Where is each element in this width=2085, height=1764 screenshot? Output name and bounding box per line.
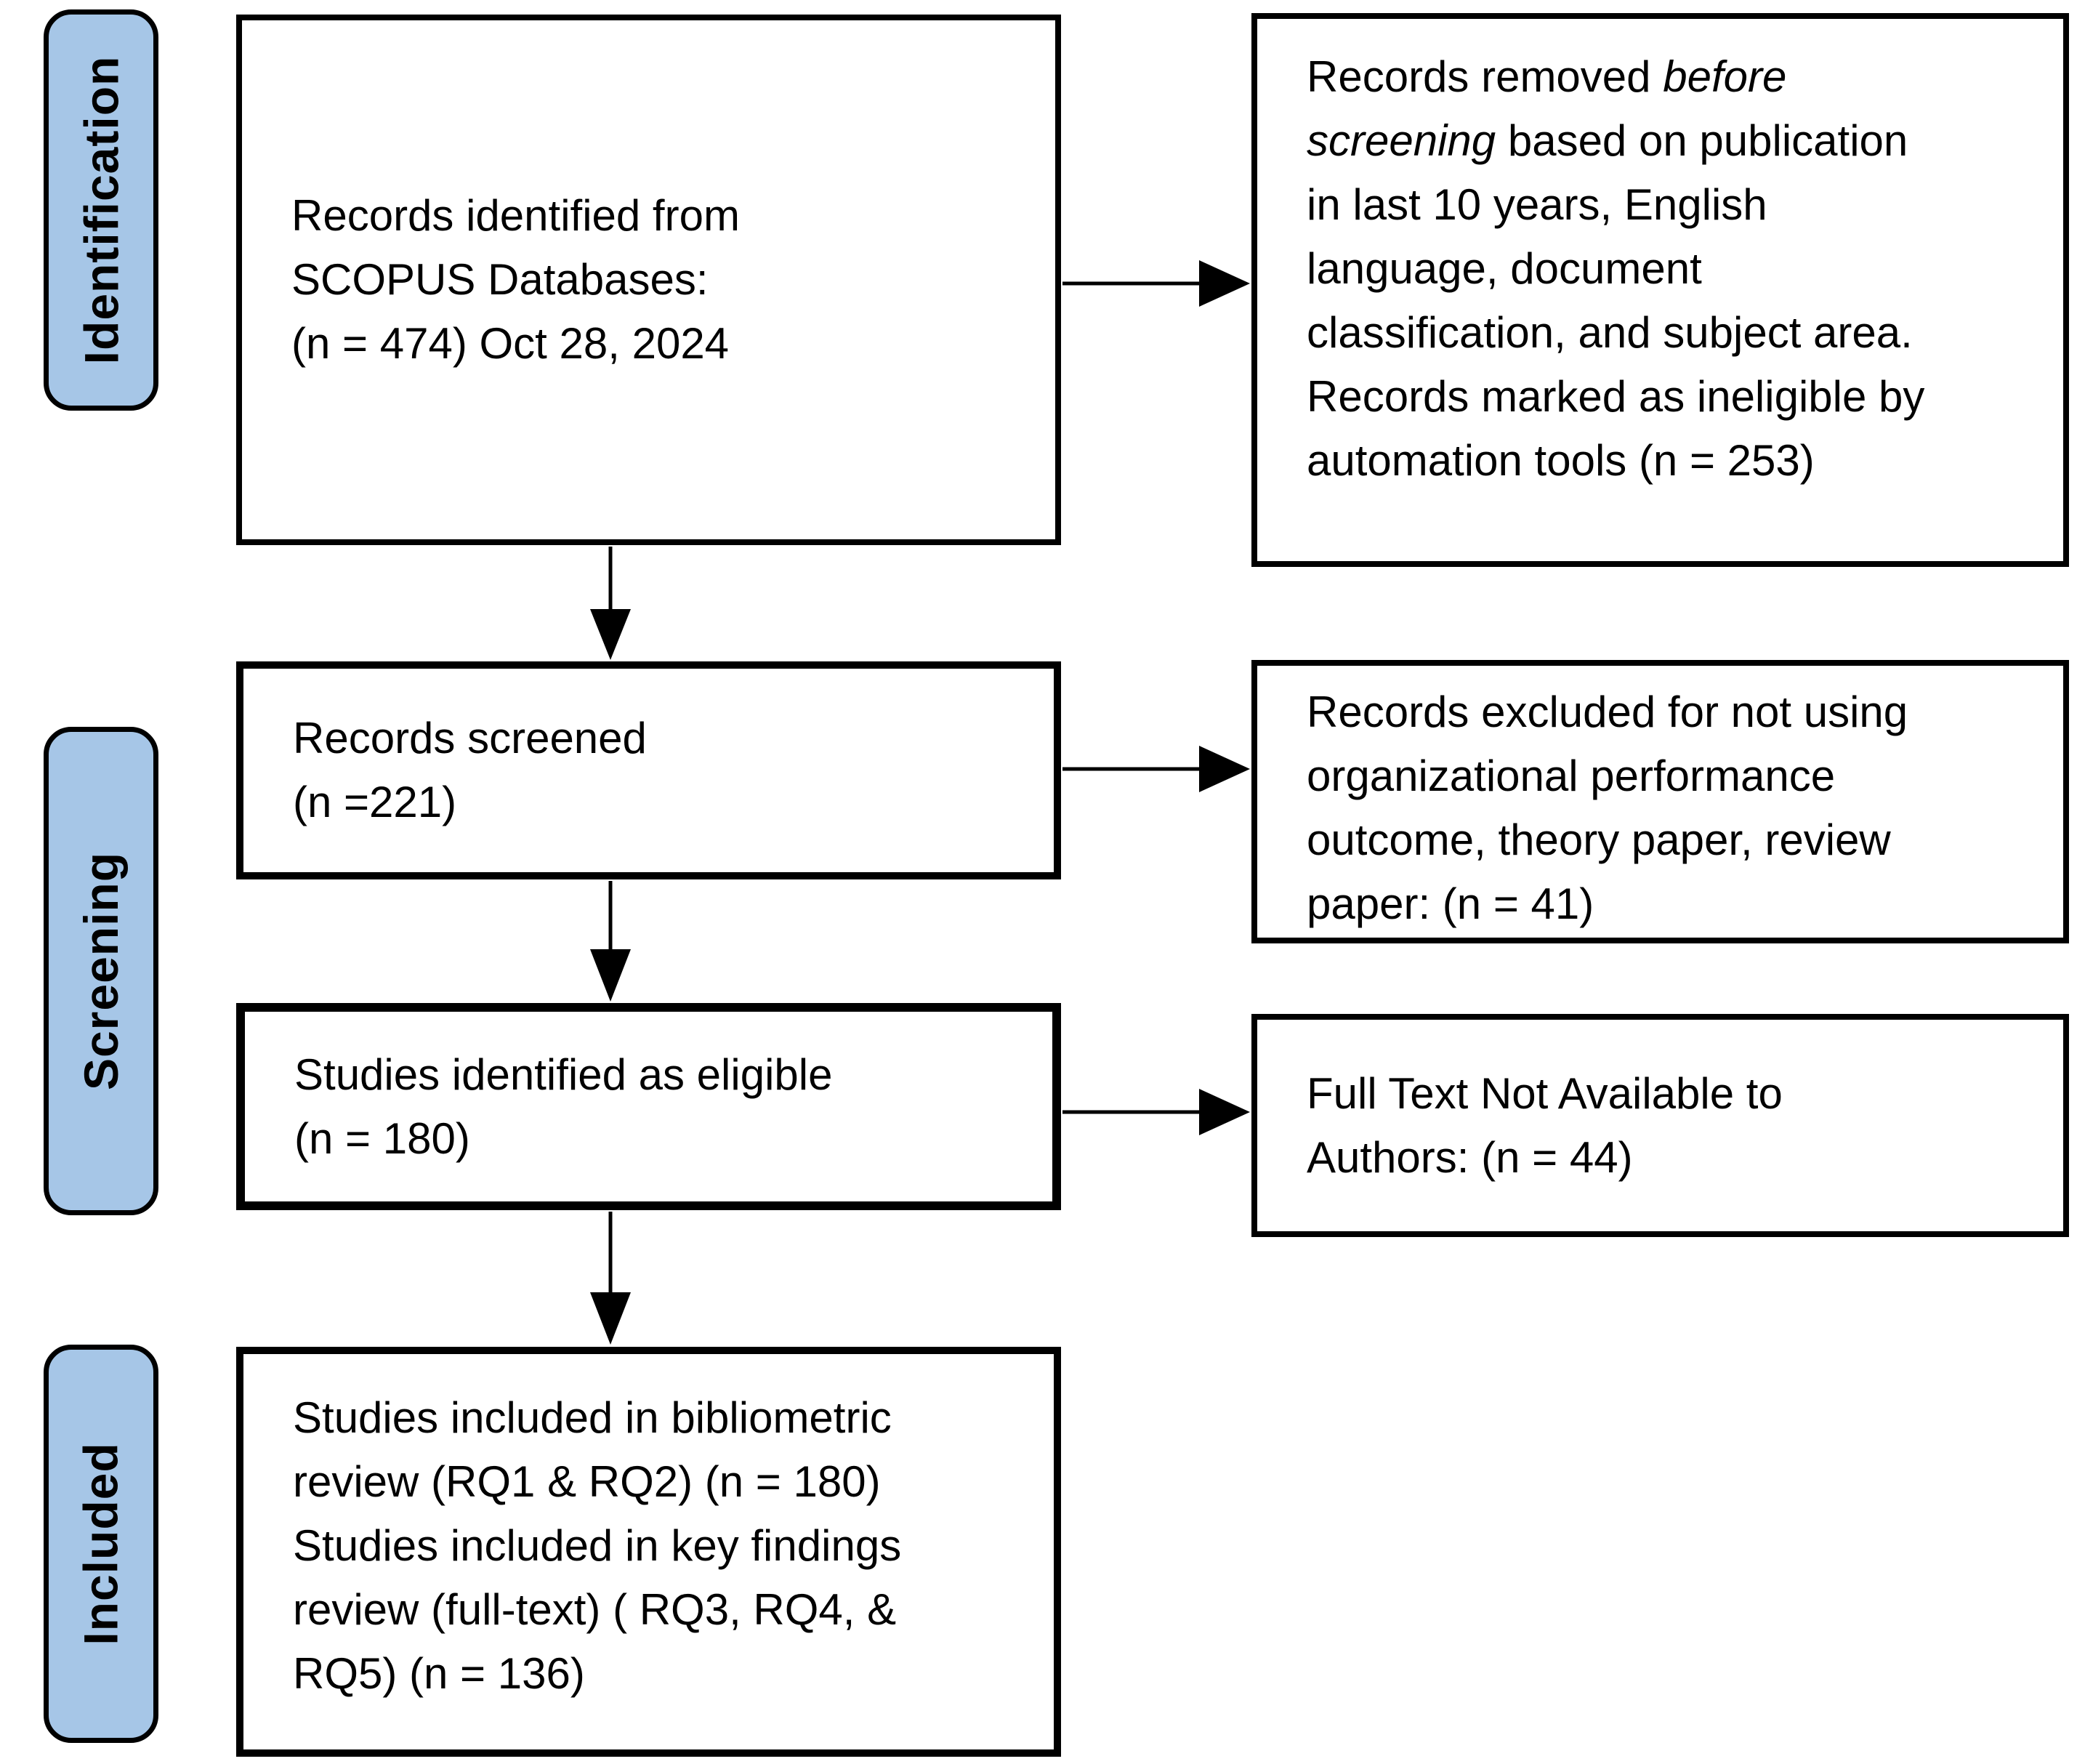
box-studies-eligible: Studies identified as eligible (n = 180) — [236, 1003, 1061, 1210]
records-removed-paragraph-1: Records removed before screening based o… — [1257, 45, 2063, 365]
box-records-excluded-text: Records excluded for not using organizat… — [1307, 688, 1908, 928]
box-studies-included: Studies included in bibliometric review … — [236, 1347, 1061, 1757]
box-records-identified-text: Records identified from SCOPUS Databases… — [291, 191, 740, 368]
box-studies-eligible-text: Studies identified as eligible (n = 180) — [294, 1050, 833, 1163]
arrow-eligible-to-fulltext-head — [1199, 1089, 1250, 1135]
box-records-removed-before-screening: Records removed before screening based o… — [1251, 13, 2069, 567]
arrow-screened-to-excluded-head — [1199, 746, 1250, 792]
records-removed-paragraph-2: Records marked as ineligible by automati… — [1307, 372, 1925, 485]
box-records-excluded: Records excluded for not using organizat… — [1251, 660, 2069, 943]
stage-bar-identification: Identification — [44, 9, 158, 411]
records-removed-text-pre: Records removed — [1307, 52, 1663, 101]
box-records-screened-text: Records screened (n =221) — [293, 714, 647, 826]
box-full-text-not-available: Full Text Not Available to Authors: (n =… — [1251, 1014, 2069, 1237]
arrow-identified-to-removed-head — [1199, 260, 1250, 307]
box-records-identified: Records identified from SCOPUS Databases… — [236, 15, 1061, 545]
arrow-eligible-to-included-head — [590, 1292, 631, 1345]
box-studies-included-paragraph-1: Studies included in bibliometric review … — [293, 1393, 892, 1506]
arrow-screened-to-eligible-head — [590, 949, 631, 1002]
records-removed-text-post: based on publication in last 10 years, E… — [1307, 116, 1913, 357]
stage-bar-included: Included — [44, 1345, 158, 1743]
stage-label-identification: Identification — [74, 55, 129, 365]
box-studies-included-paragraph-2: Studies included in key findings review … — [293, 1521, 902, 1698]
records-removed-text-italic: before screening — [1307, 52, 1787, 165]
box-full-text-not-available-text: Full Text Not Available to Authors: (n =… — [1307, 1068, 1783, 1182]
arrow-identified-to-screened-head — [590, 609, 631, 660]
stage-bar-screening: Screening — [44, 727, 158, 1215]
stage-label-included: Included — [74, 1442, 129, 1646]
box-records-screened: Records screened (n =221) — [236, 661, 1061, 879]
stage-label-screening: Screening — [74, 851, 129, 1091]
